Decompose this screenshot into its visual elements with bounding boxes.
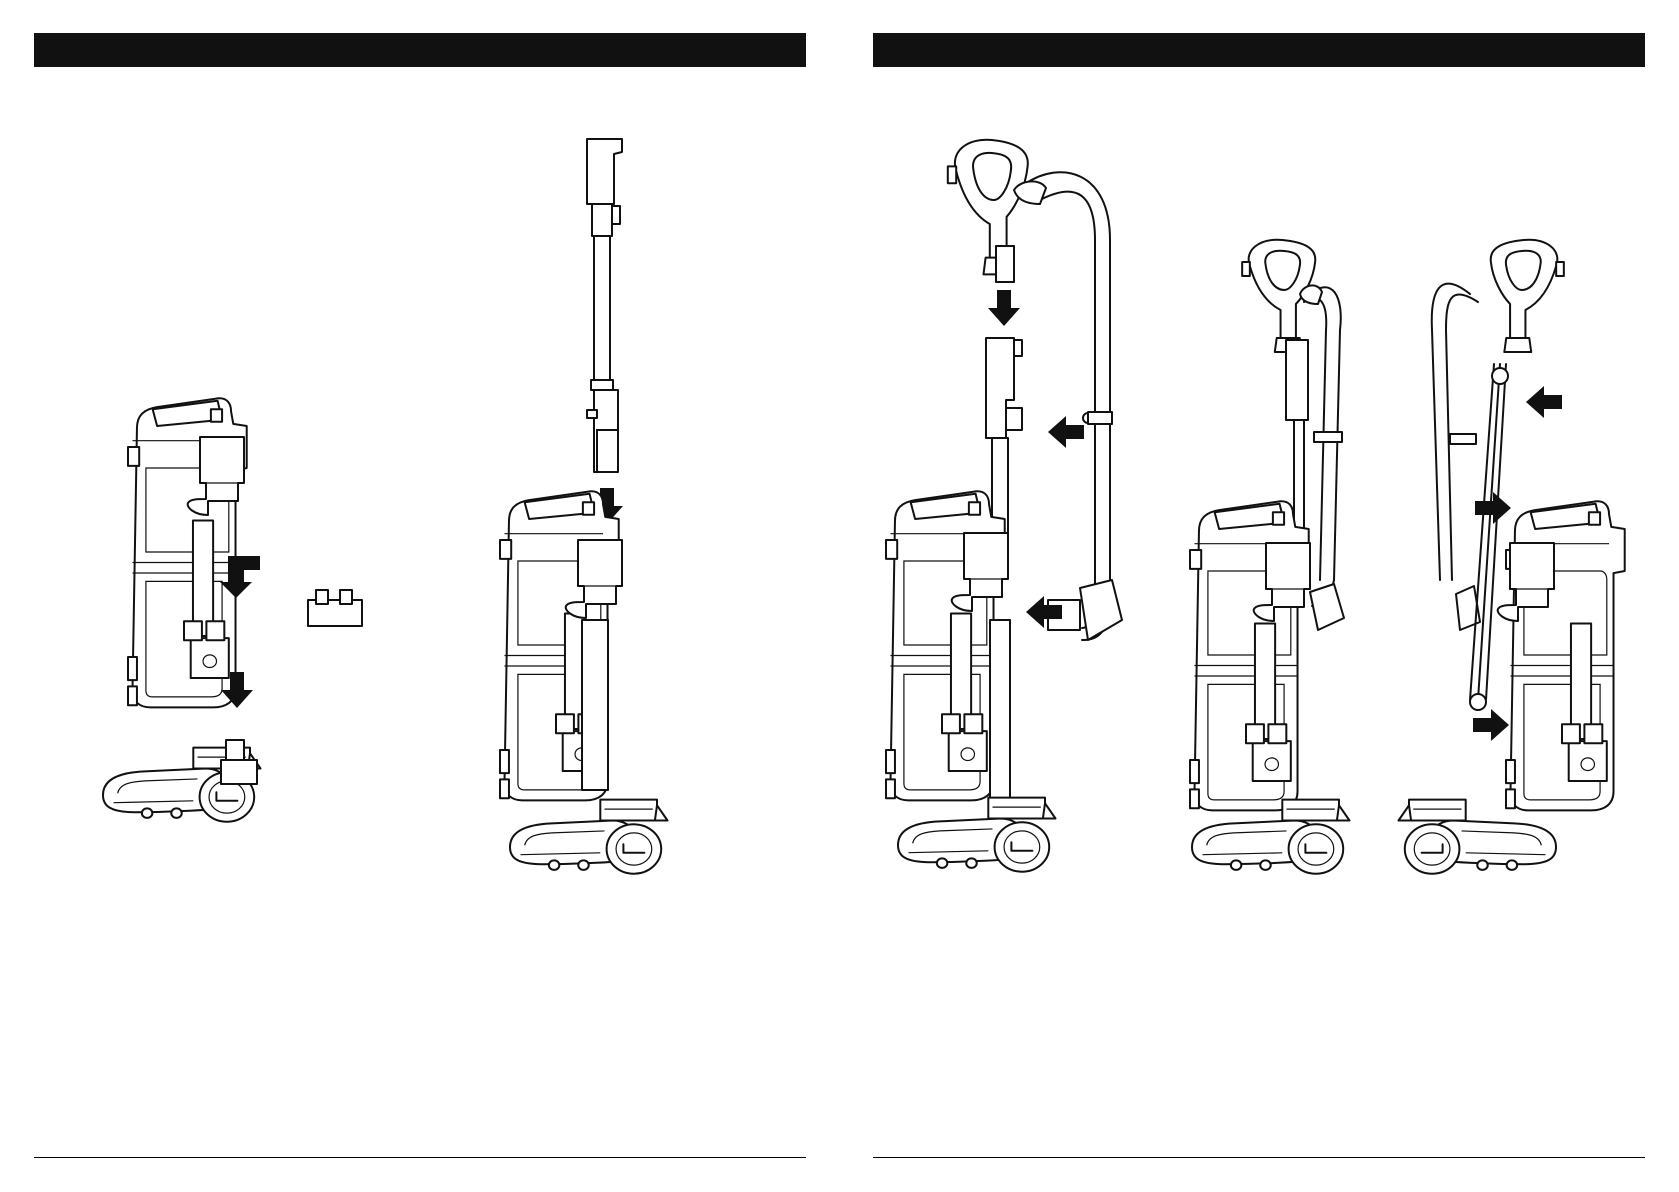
right-arrow-icon bbox=[1473, 709, 1509, 741]
nozzle-neck-collar-icon bbox=[221, 760, 257, 784]
left-arrow-icon bbox=[1526, 386, 1562, 418]
fig-assembled-front bbox=[1190, 240, 1350, 874]
pivot-adapter-icon bbox=[308, 590, 362, 626]
right-page-footer-rule bbox=[873, 1157, 1645, 1158]
hose-icon bbox=[1014, 172, 1122, 640]
floor-nozzle-icon bbox=[510, 800, 668, 874]
handle-icon bbox=[948, 140, 1028, 275]
hose-icon bbox=[1432, 284, 1480, 630]
wand-icon bbox=[1286, 340, 1308, 420]
fig-insert-wand-into-canister bbox=[500, 139, 668, 874]
fig-assembled-side-cord-wrap bbox=[1399, 240, 1625, 874]
fig-attach-handle-and-hose bbox=[886, 140, 1122, 872]
down-arrow-icon bbox=[988, 290, 1020, 326]
left-arrow-icon bbox=[1048, 416, 1084, 448]
cord-icon bbox=[1450, 364, 1508, 710]
handle-icon bbox=[1491, 240, 1564, 352]
handle-stem-icon bbox=[996, 246, 1014, 282]
wand-lower-icon bbox=[990, 620, 1010, 806]
right-arrow-icon bbox=[1475, 492, 1511, 524]
fig-detach-canister-from-nozzle bbox=[103, 398, 362, 821]
floor-nozzle-icon bbox=[898, 798, 1056, 872]
left-page-footer-rule bbox=[34, 1157, 806, 1158]
wand-lower-icon bbox=[582, 620, 608, 790]
wand-icon bbox=[587, 139, 622, 472]
